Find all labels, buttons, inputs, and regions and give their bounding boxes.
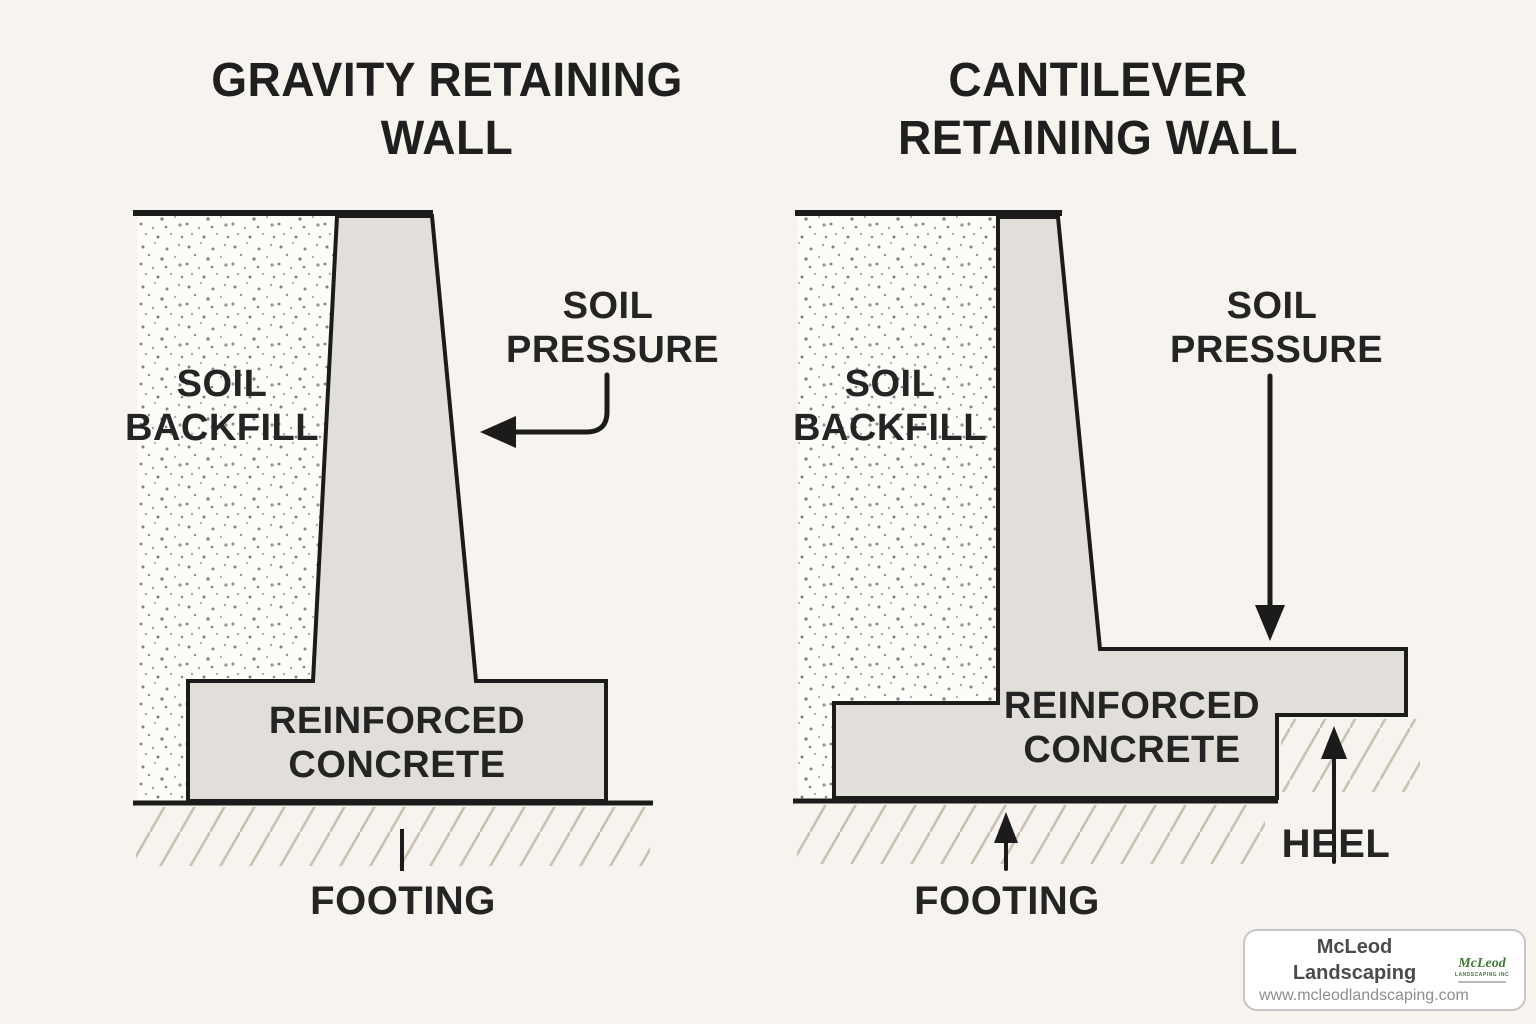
cantilever-footing-label: FOOTING (914, 879, 1100, 923)
cantilever-ground-hatching (797, 805, 1265, 864)
gravity-soil-pressure-label: SOIL PRESSURE (506, 285, 720, 371)
cantilever-heel-arrow (1321, 726, 1347, 864)
gravity-reinforced-concrete-label: REINFORCED CONCRETE (268, 700, 526, 786)
logo-wordmark: McLeod (1458, 956, 1506, 971)
gravity-soil-backfill-area (137, 216, 337, 800)
cantilever-wall-shape (832, 215, 1408, 800)
gravity-diagram-title: GRAVITY RETAINING WALL (211, 54, 683, 165)
logo-subtext: LANDSCAPING INC (1454, 972, 1510, 978)
cantilever-soil-backfill-label: SOIL BACKFILL (793, 363, 987, 449)
cantilever-soil-pressure-label: SOIL PRESSURE (1170, 285, 1384, 371)
cantilever-reinforced-concrete-label: REINFORCED CONCRETE (1003, 685, 1261, 771)
cantilever-soil-backfill-area (798, 216, 998, 799)
cantilever-heel-hatching (1281, 719, 1420, 792)
gravity-soil-pressure-arrow (480, 372, 610, 448)
cantilever-diagram-title: CANTILEVER RETAINING WALL (897, 54, 1299, 165)
watermark-texts: McLeod Landscaping www.mcleodlandscaping… (1259, 934, 1469, 1006)
gravity-soil-backfill-label: SOIL BACKFILL (125, 363, 319, 449)
gravity-ground-hatching (136, 807, 650, 866)
gravity-wall-diagram (133, 210, 653, 871)
company-url: www.mcleodlandscaping.com (1259, 987, 1469, 1004)
cantilever-heel-label: HEEL (1281, 822, 1391, 866)
company-logo: McLeod LANDSCAPING INC (1450, 957, 1514, 983)
cantilever-wall-diagram (793, 210, 1420, 871)
cantilever-soil-pressure-arrow (1255, 373, 1285, 641)
gravity-footing-label: FOOTING (310, 879, 496, 923)
watermark-card: McLeod Landscaping www.mcleodlandscaping… (1243, 929, 1526, 1011)
company-name: McLeod Landscaping (1292, 936, 1417, 984)
logo-fineprint-line (1458, 981, 1506, 983)
cantilever-footing-arrow (994, 812, 1018, 871)
